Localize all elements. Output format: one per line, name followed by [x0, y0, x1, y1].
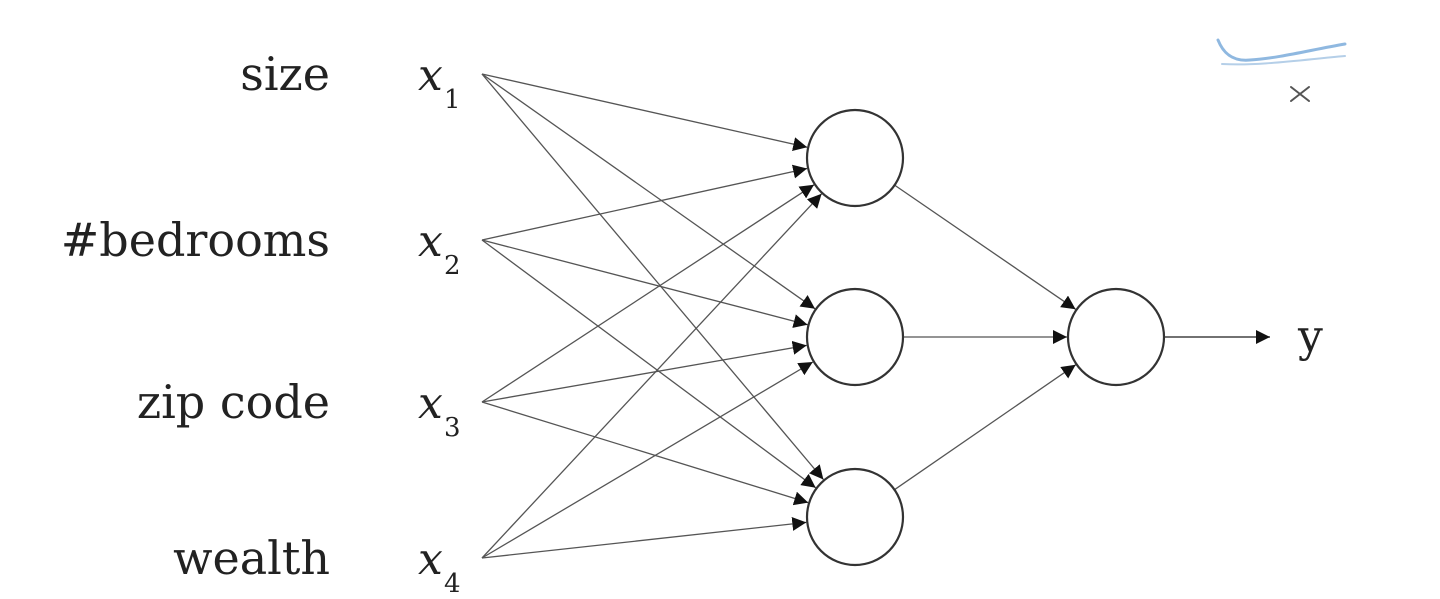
input-variable: x	[418, 378, 443, 429]
edge-x2-h1	[481, 164, 808, 241]
hidden-node-3	[805, 467, 905, 567]
edge-x3-h1	[481, 184, 815, 403]
edge-x2-h3	[481, 239, 817, 489]
cross-mark	[1290, 86, 1310, 102]
connection-edges	[481, 73, 1270, 559]
input-variable-subscript: 3	[444, 413, 461, 443]
feature-label: zip code	[137, 375, 330, 429]
input-variable-subscript: 1	[444, 85, 461, 115]
edge-x4-h1	[481, 193, 823, 559]
feature-label: size	[240, 47, 330, 101]
edge-x3-h2	[481, 340, 807, 403]
input-variable: x	[418, 534, 443, 585]
edge-h1-out	[894, 184, 1076, 310]
output-node	[1066, 287, 1166, 387]
hidden-node-2	[805, 287, 905, 387]
feature-label: #bedrooms	[61, 213, 330, 267]
edge-x4-h2	[481, 361, 814, 559]
edge-x2-h2	[481, 239, 808, 328]
network-nodes	[805, 108, 1166, 567]
hidden-node-1	[805, 108, 905, 208]
input-variable-subscript: 4	[444, 569, 461, 599]
edge-x4-h3	[481, 516, 807, 559]
edge-x1-h1	[481, 73, 808, 151]
feature-label: wealth	[173, 531, 330, 585]
output-label: y	[1297, 311, 1323, 362]
pen-annotation	[1216, 38, 1347, 102]
edge-x1-h3	[481, 73, 824, 480]
input-variable: x	[418, 50, 443, 101]
edge-h3-out	[894, 364, 1077, 491]
scribble-mark-lower	[1221, 55, 1346, 66]
input-variable: x	[418, 216, 443, 267]
scribble-mark	[1216, 38, 1347, 62]
input-variable-subscript: 2	[444, 251, 461, 281]
edge-x3-h3	[481, 401, 809, 506]
edge-x1-h2	[481, 73, 816, 310]
